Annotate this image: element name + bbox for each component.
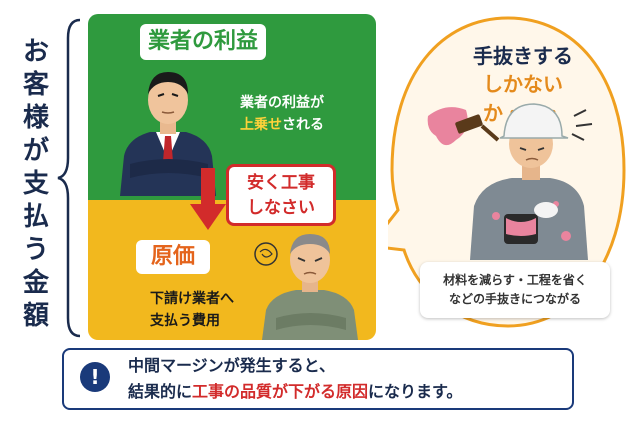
bubble-title-1: 手抜きする xyxy=(473,44,573,68)
footer-line1: 中間マージンが発生すると、 xyxy=(128,356,336,375)
footer-box xyxy=(62,348,574,410)
footer-line2-a: 結果的に xyxy=(128,382,193,401)
side-title-char: が xyxy=(22,136,49,166)
profit-desc-highlight: 上乗せ xyxy=(240,117,282,133)
down-arrow-icon xyxy=(190,168,226,230)
side-title-char: 額 xyxy=(22,301,49,331)
bubble-note: 材料を減らす・工程を省く などの手抜きにつながる xyxy=(420,262,610,318)
profit-desc-line1: 業者の利益が xyxy=(240,95,324,111)
side-title-char: お xyxy=(22,37,49,67)
worried-worker-illustration xyxy=(254,234,358,340)
bubble-note-line1: 材料を減らす・工程を省く xyxy=(443,273,587,287)
painting-worker-illustration xyxy=(427,103,593,260)
footer-text: 中間マージンが発生すると、 結果的に工事の品質が下がる原因になります。 xyxy=(128,353,462,405)
side-title-char: う xyxy=(22,235,49,265)
footer-line2-highlight: 工事の品質が下がる原因 xyxy=(192,382,369,401)
curly-brace xyxy=(57,18,81,338)
side-title-char: 払 xyxy=(22,202,49,232)
demand-bubble: 安く工事 しなさい xyxy=(226,164,336,226)
cost-desc-line1: 下請け業者へ xyxy=(150,291,234,307)
footer-line2-c: になります。 xyxy=(368,382,463,401)
demand-line1: 安く工事 xyxy=(247,173,315,193)
cost-label: 原価 xyxy=(136,240,210,274)
cost-desc-line2: 支払う費用 xyxy=(150,313,220,329)
exclamation-icon: ! xyxy=(80,362,110,392)
side-title-char: 支 xyxy=(22,169,49,199)
profit-label: 業者の利益 xyxy=(140,24,266,60)
side-title-char: 金 xyxy=(22,268,49,298)
profit-desc-rest: される xyxy=(282,117,324,133)
bubble-note-line2: などの手抜きにつながる xyxy=(448,292,581,306)
profit-description: 業者の利益が 上乗せされる xyxy=(240,92,370,136)
side-title-char: 様 xyxy=(22,103,49,133)
cost-description: 下請け業者へ 支払う費用 xyxy=(150,288,270,332)
side-title-char: 客 xyxy=(22,70,49,100)
side-title: お 客 様 が 支 払 う 金 額 xyxy=(18,36,54,333)
businessman-illustration xyxy=(120,72,216,196)
demand-line2: しなさい xyxy=(247,198,315,218)
